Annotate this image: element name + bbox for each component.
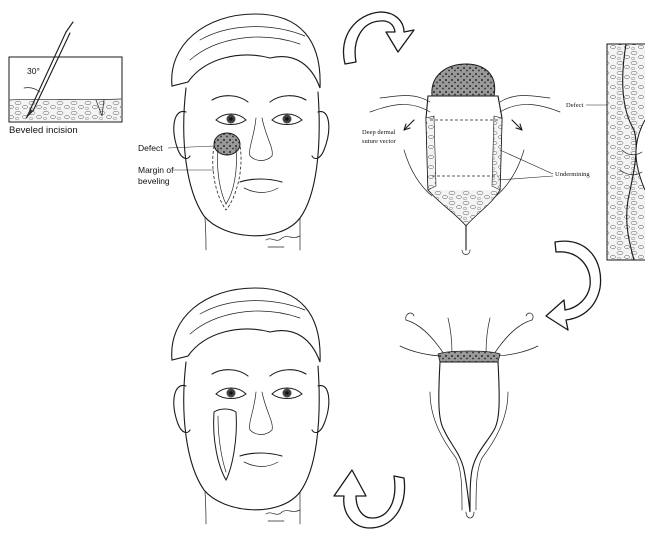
curved-arrow-icon <box>546 241 601 330</box>
undermining-leader-2 <box>498 176 553 180</box>
deep-dermal-label-line1: Deep dermal <box>362 129 396 136</box>
suture-right-1 <box>500 96 550 103</box>
defect-leader <box>168 146 214 148</box>
margin-label-line1: Margin of <box>138 165 174 175</box>
beveled-incision-label: Beveled incision <box>9 125 78 136</box>
closing-wound <box>400 313 538 518</box>
mouth <box>240 453 282 456</box>
curved-arrow-icon <box>334 470 405 528</box>
left-eye <box>216 114 246 125</box>
right-ear <box>312 112 329 159</box>
defect-label: Defect <box>138 143 163 153</box>
hair <box>172 288 320 362</box>
face-outline <box>184 88 319 236</box>
face-top-labels: Defect Margin of beveling <box>138 143 214 186</box>
margin-label-line2: beveling <box>138 176 170 186</box>
wound-crust <box>432 64 495 96</box>
face-bottom <box>172 288 329 524</box>
mouth <box>240 179 282 182</box>
artist-signature <box>266 236 300 240</box>
angle-label: 30° <box>27 66 40 76</box>
defect-inset-label: Defect <box>566 102 584 109</box>
suture-right-2 <box>500 104 560 112</box>
face-top <box>172 14 329 250</box>
cross-section-inset <box>607 44 645 260</box>
hair <box>172 14 320 88</box>
right-eye <box>272 388 302 399</box>
curved-arrow-icon <box>343 12 414 64</box>
undermining-leader-1 <box>500 150 553 174</box>
right-eye <box>272 114 302 125</box>
closing-wound-body <box>439 362 499 512</box>
suture-left-1 <box>380 96 430 103</box>
suture-left-2 <box>370 104 430 112</box>
undermined-wound <box>370 64 560 255</box>
nose <box>250 118 273 161</box>
left-eye <box>216 388 246 399</box>
nose <box>250 392 273 435</box>
skin-layer <box>10 100 121 121</box>
face-outline <box>184 362 319 510</box>
right-ear <box>312 386 329 433</box>
undermining-label: Undermining <box>555 171 590 178</box>
deep-dermal-label-line2: suture vector <box>362 138 397 145</box>
left-ear <box>174 111 190 158</box>
beveled-incision-inset: 30° Beveled incision <box>9 22 122 136</box>
artist-signature <box>266 510 300 514</box>
left-ear <box>174 385 190 432</box>
closing-crust <box>438 351 500 362</box>
